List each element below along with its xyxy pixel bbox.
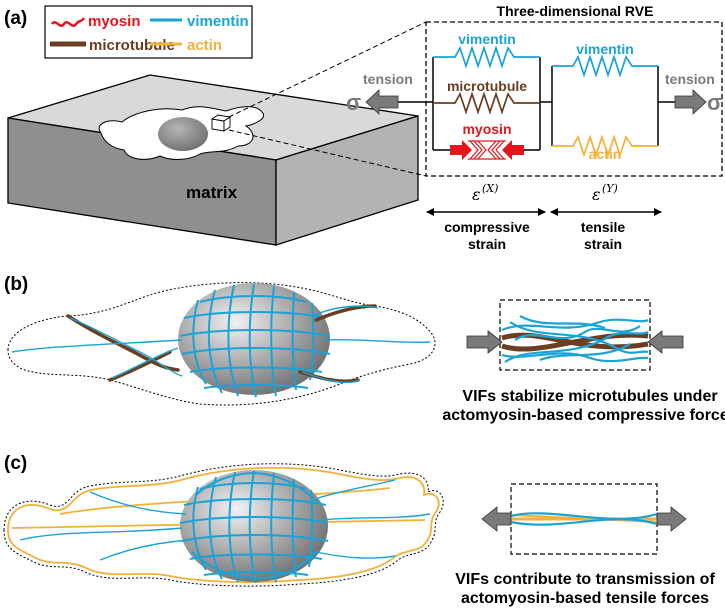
inset-b-vimentin [501,315,649,363]
eps-x-symbol: ε [472,185,481,204]
rve-microtubule-spring [433,91,540,115]
panel-b-caption-1: VIFs stabilize microtubules under [462,388,717,405]
cell-b-vimentin-filaments [11,305,431,384]
rve-circuit-x: vimentin microtubule myosin [395,31,552,160]
panel-label-c: (c) [4,453,27,474]
cell-b [7,282,436,406]
cell-c [3,463,444,587]
sigma-right: σ [707,90,722,115]
zoom-line-top [228,21,427,118]
rve-vimentin-x-label: vimentin [458,31,516,47]
eps-y-symbol: ε [592,185,601,204]
legend: myosin vimentin microtubule actin [44,5,253,59]
strain-annotations: ε (X) ε (Y) compressive strain tensile s… [426,182,662,252]
rve-vimentin-y-label: vimentin [576,41,634,57]
rve-title: Three-dimensional RVE [497,3,654,19]
cell-c-vimentin-filaments [19,479,431,561]
legend-microtubule-label: microtubule [89,37,175,54]
tension-right-label: tension [665,71,715,87]
matrix-cell-nucleus [158,117,208,151]
tension-left-arrow [365,89,399,115]
rve-myosin-arrow-right [502,140,524,160]
legend-actin-label: actin [187,37,222,54]
rve-box [425,21,723,177]
compressive-label-2: strain [468,236,506,252]
rve-vimentin-y-spring [552,54,658,78]
rve-circuit-y: vimentin actin [551,41,678,162]
rve-myosin-arrow-left [450,140,472,160]
cell-c-nucleus [180,470,328,582]
matrix-side-face [275,115,419,246]
inset-c-vimentin-2 [510,518,658,526]
cell-c-actin-cortex [7,466,440,583]
matrix-label: matrix [186,183,238,202]
cell-c-vimentin-cage [179,470,329,584]
inset-b-box [499,299,651,371]
inset-b-arrow-left [466,330,503,354]
inset-c-actin-2 [510,514,658,523]
cell-b-membrane [7,282,436,406]
cell-b-vimentin-cage [179,283,331,398]
rve-myosin-motor [468,140,506,160]
panel-b-caption-2: actomyosin-based compressive forces [442,407,725,424]
inset-c-arrow-right [656,506,687,532]
tension-left-label: tension [363,71,413,87]
inset-c [481,483,687,555]
legend-myosin-label: myosin [88,13,141,30]
tensile-label-1: tensile [581,219,626,235]
tensile-label-2: strain [584,236,622,252]
zoom-line-bottom [228,129,427,177]
tension-right-arrow [674,89,707,115]
panel-label-a: (a) [4,8,27,29]
cell-b-nucleus [178,283,330,395]
inset-b-microtubule-2 [501,332,649,352]
sigma-left: σ [346,90,361,115]
compressive-label-1: compressive [444,219,530,235]
panel-c-caption-1: VIFs contribute to transmission of [455,571,715,588]
panel-label-b: (b) [4,274,28,295]
rve-vimentin-x-spring [433,45,540,69]
eps-x-superscript: (X) [482,182,498,195]
eps-y-superscript: (Y) [602,182,618,195]
rve-cube-side [223,116,231,132]
inset-b [466,299,684,371]
legend-box [44,5,253,59]
inset-b-arrow-right [647,330,684,354]
cell-c-membrane-dotted [3,463,444,587]
inset-c-arrow-left [481,506,512,532]
legend-myosin-swatch [50,17,86,27]
inset-c-vimentin-1 [510,512,658,520]
legend-vimentin-label: vimentin [187,13,249,30]
rve-microtubule-label: microtubule [447,78,527,94]
matrix-block: matrix [7,74,419,246]
rve-myosin-label: myosin [462,121,511,137]
panel-c-caption-2: actomyosin-based tensile forces [461,590,709,607]
rve-actin-spring [552,134,658,158]
